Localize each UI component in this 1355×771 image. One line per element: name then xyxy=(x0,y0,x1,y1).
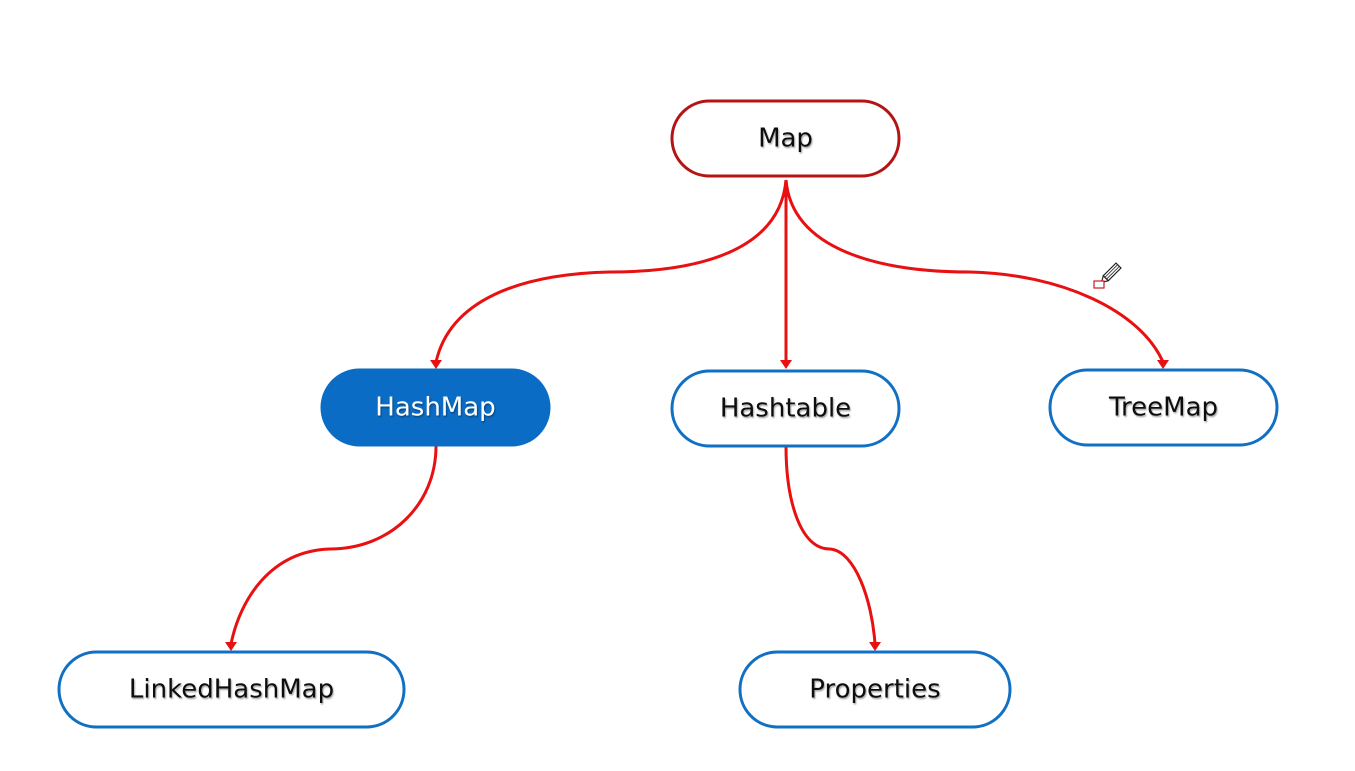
node-hashtable[interactable]: Hashtable xyxy=(670,369,901,448)
node-treemap-label: TreeMap xyxy=(1108,393,1218,423)
node-hashmap-label: HashMap xyxy=(375,393,495,423)
node-hashtable-label: Hashtable xyxy=(720,394,851,424)
pencil-cursor-icon xyxy=(1093,262,1122,289)
node-properties-label: Properties xyxy=(809,675,940,705)
arrowhead-linkedhashmap xyxy=(225,642,237,651)
edge-hashtable-properties[interactable] xyxy=(784,445,877,645)
edge-map-treemap[interactable] xyxy=(784,179,1165,363)
node-linkedhashmap-label: LinkedHashMap xyxy=(129,675,334,705)
node-properties[interactable]: Properties xyxy=(738,650,1012,729)
arrowheads xyxy=(225,360,1169,651)
node-map[interactable]: Map xyxy=(670,99,901,178)
arrowhead-properties xyxy=(869,642,881,651)
edge-hashmap-linkedhashmap[interactable] xyxy=(229,445,438,645)
node-hashmap[interactable]: HashMap xyxy=(320,368,551,447)
connector-group xyxy=(229,179,1165,645)
arrowhead-hashtable xyxy=(780,360,792,369)
edge-map-hashmap[interactable] xyxy=(434,179,788,363)
node-map-label: Map xyxy=(758,124,813,154)
arrowhead-hashmap xyxy=(430,360,442,369)
arrowhead-treemap xyxy=(1157,360,1169,369)
node-treemap[interactable]: TreeMap xyxy=(1048,368,1279,447)
node-linkedhashmap[interactable]: LinkedHashMap xyxy=(57,650,406,729)
